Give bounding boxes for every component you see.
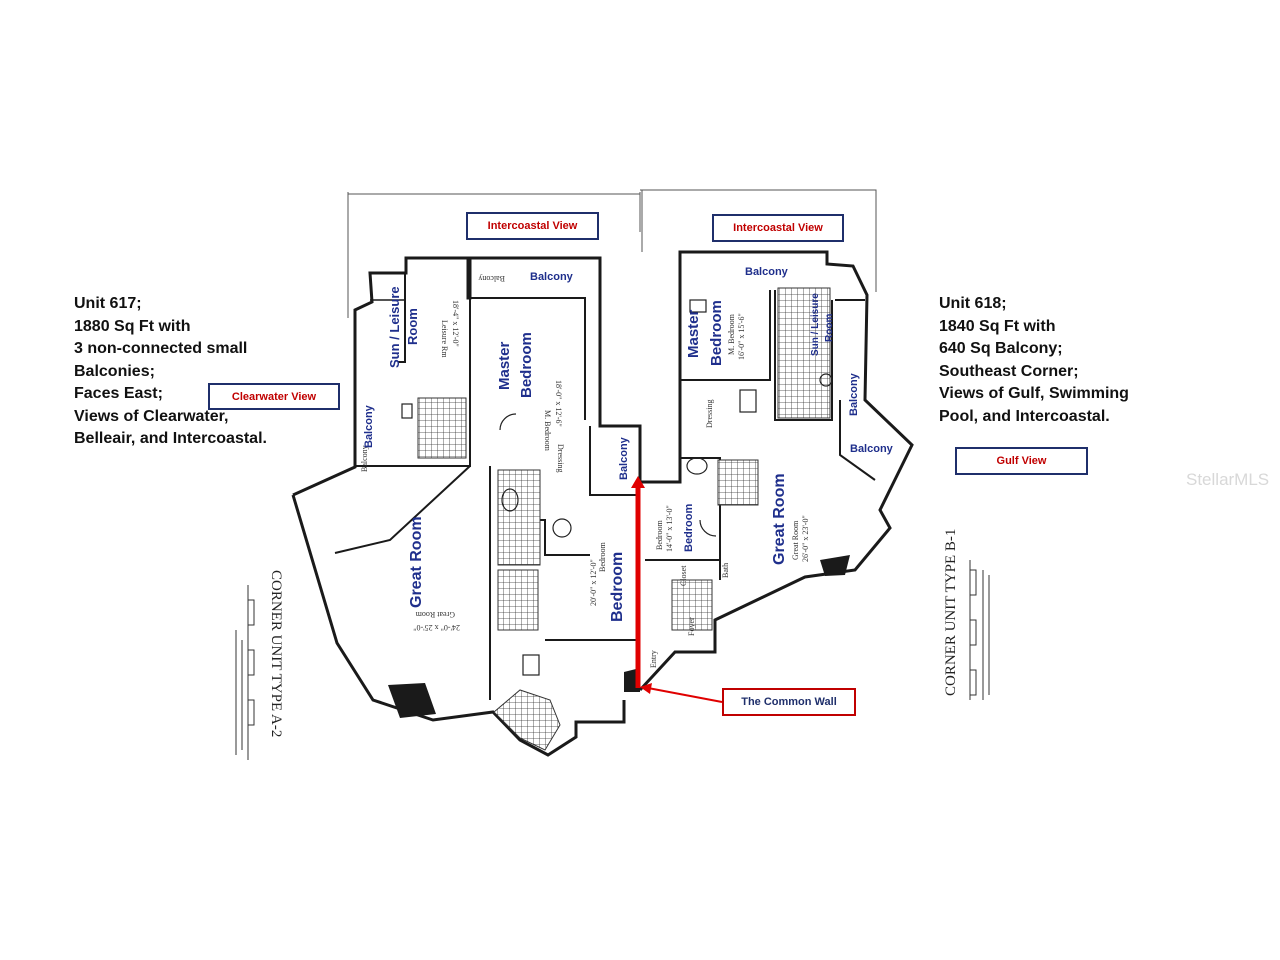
unit-618-walls <box>638 250 914 692</box>
unit-618-line: Pool, and Intercoastal. <box>939 407 1110 425</box>
plan-label: Leisure Rm <box>440 320 449 358</box>
plan-label: Balcony <box>360 445 369 472</box>
plan-label: Foyer <box>687 617 696 636</box>
room-label-sun-leisure: Sun / Leisure <box>387 286 402 368</box>
unit-617-walls <box>291 256 642 757</box>
plan-label: Bedroom <box>655 519 664 550</box>
intercoastal-view-label: Intercoastal View <box>712 214 844 242</box>
room-label-balcony: Balcony <box>618 436 630 480</box>
plan-label: Great Room <box>791 520 800 560</box>
room-label-master-bedroom: Bedroom <box>708 300 725 366</box>
room-label-balcony: Balcony <box>850 443 894 455</box>
unit-type-617-title: CORNER UNIT TYPE A-2 <box>268 570 284 737</box>
plan-label: Bedroom <box>598 541 607 572</box>
clearwater-view-label: Clearwater View <box>208 383 340 410</box>
room-label-bedroom: Bedroom <box>609 552 626 622</box>
unit-617-line: 3 non-connected small <box>74 340 248 357</box>
scale-ruler-618 <box>969 560 990 700</box>
plan-label: 20'-0" x 12'-0" <box>589 559 598 606</box>
scale-ruler-617 <box>235 585 255 760</box>
room-label-bedroom: Bedroom <box>683 504 695 553</box>
common-wall-label: The Common Wall <box>722 688 856 716</box>
gulf-view-label: Gulf View <box>955 447 1088 475</box>
room-label-master-bedroom: Bedroom <box>518 332 535 398</box>
room-label-sun-leisure-room: Room <box>824 314 835 342</box>
unit-type-titles: CORNER UNIT TYPE A-2 CORNER UNIT TYPE B-… <box>268 529 959 738</box>
unit-617-line: Faces East; <box>74 385 163 402</box>
room-label-balcony: Balcony <box>363 404 375 448</box>
room-label-master: Master <box>685 309 702 358</box>
room-label-great-room: Great Room <box>408 516 425 608</box>
plan-label: M. Bedroom <box>727 313 736 355</box>
unit-617-line: 1880 Sq Ft with <box>74 317 191 335</box>
room-labels-617: Balcony Sun / Leisure Room Master Bedroo… <box>363 271 630 622</box>
plan-label: M. Bedroom <box>543 410 552 452</box>
plan-label: Dressing <box>556 444 565 472</box>
intercoastal-view-label: Intercoastal View <box>466 212 599 240</box>
unit-617-line: Views of Clearwater, <box>74 407 229 425</box>
plan-print-labels: Great Room 24'-0" x 25'-0" M. Bedroom 18… <box>360 274 810 668</box>
plan-label: 18'-0" x 12'-6" <box>554 380 563 427</box>
room-label-master: Master <box>496 341 513 390</box>
unit-618-line: Southeast Corner; <box>939 362 1079 380</box>
plan-label: 18'-4" x 12'-0" <box>451 300 460 347</box>
plan-label: Dressing <box>705 400 714 428</box>
room-label-great-room: Great Room <box>771 473 788 565</box>
unit-type-618-title: CORNER UNIT TYPE B-1 <box>943 529 959 696</box>
plan-label: Closet <box>679 565 688 586</box>
unit-618-line: Unit 618; <box>939 295 1007 312</box>
plan-label: 16'-0" x 15'-6" <box>737 313 746 360</box>
plan-label: Great Room <box>415 610 455 619</box>
floor-tiles <box>417 287 831 751</box>
unit-617-line: Balconies; <box>74 362 155 380</box>
unit-618-description: Unit 618; 1840 Sq Ft with 640 Sq Balcony… <box>939 293 1129 428</box>
unit-618-line: 640 Sq Balcony; <box>939 340 1063 357</box>
unit-617-line: Belleair, and Intercoastal. <box>74 430 267 447</box>
plan-label: 26'-0" x 23'-0" <box>801 515 810 562</box>
plan-label: Entry <box>649 650 658 668</box>
room-label-sun-leisure-room: Room <box>405 308 420 345</box>
dimension-frame <box>347 189 877 318</box>
unit-617-description: Unit 617; 1880 Sq Ft with 3 non-connecte… <box>74 293 267 451</box>
room-label-balcony: Balcony <box>530 271 574 283</box>
unit-617-line: Unit 617; <box>74 295 142 312</box>
plan-label: Balcony <box>478 274 505 283</box>
plan-label: Bath <box>721 563 730 578</box>
unit-618-line: Views of Gulf, Swimming <box>939 385 1129 402</box>
corner-niches <box>388 555 850 718</box>
room-labels-618: Balcony Master Bedroom Sun / Leisure Roo… <box>683 266 894 565</box>
fixtures <box>401 299 833 676</box>
plan-label: 14'-0" x 13'-0" <box>665 505 674 552</box>
plan-label: 24'-0" x 25'-0" <box>413 623 460 632</box>
watermark: StellarMLS <box>1186 470 1270 489</box>
common-wall-marker <box>631 476 723 703</box>
room-label-sun-leisure: Sun / Leisure <box>810 293 821 356</box>
room-label-balcony: Balcony <box>745 266 789 278</box>
unit-618-line: 1840 Sq Ft with <box>939 317 1056 335</box>
room-label-balcony: Balcony <box>848 372 860 416</box>
